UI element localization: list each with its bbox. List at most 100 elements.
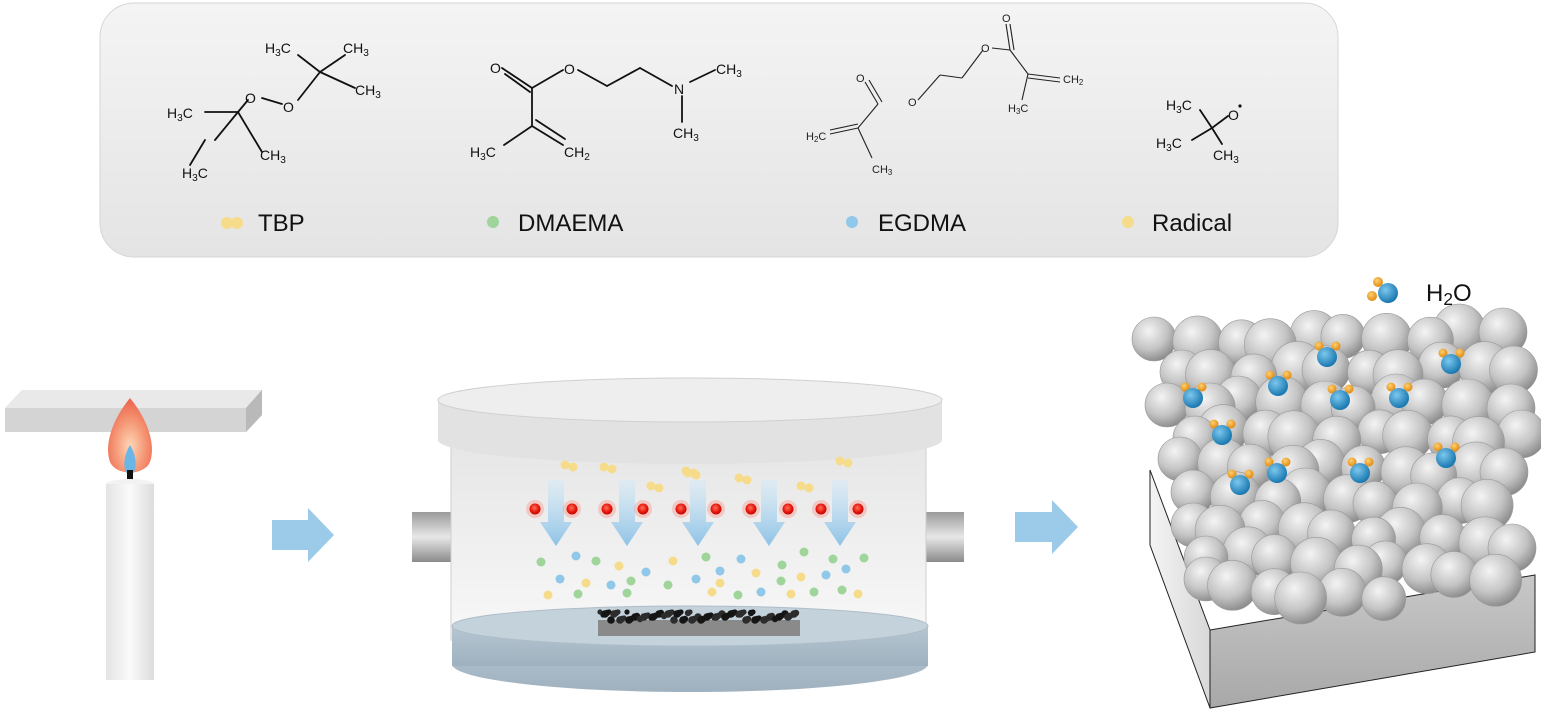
egdma-o-mid: O (981, 43, 990, 55)
tbp-molecule (742, 475, 752, 485)
monomer-molecule (641, 567, 651, 577)
particle-sphere (1430, 551, 1478, 598)
monomer-molecule (736, 554, 746, 564)
tbp-o2: O (283, 99, 294, 115)
substrate (598, 620, 800, 636)
radical-dot (710, 503, 722, 515)
soot-particle (616, 616, 624, 624)
tbp-ch3-c: CH3 (355, 82, 381, 101)
inlet-port (412, 512, 454, 562)
soot-particle (607, 616, 615, 624)
water-h-atom (1281, 457, 1291, 467)
water-h-atom (1197, 382, 1207, 392)
monomer-molecule (786, 589, 796, 599)
tbp-ch3-d: H3C (167, 105, 193, 124)
soot-particle (697, 616, 705, 624)
soot-particle (600, 612, 606, 618)
soot-particle (625, 616, 633, 624)
water-h-atom (1364, 457, 1374, 467)
legend-panel-background (99, 2, 1339, 258)
water-molecule (1317, 347, 1337, 367)
flow-arrow-icon (753, 480, 785, 546)
soot-particle (747, 609, 755, 617)
soot-particle (610, 610, 618, 618)
dmaema-ch2: CH2 (564, 144, 590, 163)
particle-sphere (1207, 560, 1258, 611)
monomer-molecule (859, 553, 869, 563)
radical-structure: H3C H3C CH3 O (1156, 97, 1242, 166)
monomer-molecule (668, 556, 678, 566)
egdma-ch3-left: CH3 (872, 164, 893, 177)
radical-dot (1238, 104, 1242, 108)
water-h-atom (1331, 341, 1341, 351)
monomer-molecule (799, 547, 809, 557)
monomer-molecule (853, 589, 863, 599)
monomer-molecule (555, 574, 565, 584)
dmaema-o-ester: O (564, 61, 575, 77)
radical-o: O (1228, 107, 1239, 123)
water-h-atom (1327, 384, 1337, 394)
water-h-atom (1438, 348, 1448, 358)
monomer-molecule (707, 587, 717, 597)
radical-dot (601, 503, 613, 515)
water-h-icon (1373, 277, 1383, 287)
flow-arrow-icon (682, 480, 714, 546)
tbp-marker-icon (231, 217, 243, 229)
tbp-molecule (835, 456, 845, 466)
filament-radicals (526, 500, 867, 518)
dmaema-ch3-n1: CH3 (716, 61, 742, 80)
monomer-molecule (715, 566, 725, 576)
legend-label-radical: Radical (1152, 210, 1232, 237)
tbp-molecule (843, 458, 853, 468)
tbp-molecule (607, 464, 617, 474)
radical-ch3: CH3 (1213, 147, 1239, 166)
process-arrow-icon (272, 508, 334, 562)
radical-dot (782, 503, 794, 515)
monomer-molecules (536, 547, 869, 600)
water-h-atom (1282, 370, 1292, 380)
water-label: H2O (1426, 280, 1472, 309)
tbp-structure: H3C CH3 CH3 H3C CH3 H3C O O (167, 40, 381, 184)
process-arrow-icon (1015, 500, 1078, 554)
tbp-molecule (691, 470, 701, 480)
flame-icon (108, 398, 152, 473)
tbp-molecule (683, 468, 693, 478)
radical-dot (815, 503, 827, 515)
tbp-marker-icon (221, 217, 233, 229)
water-h-atom (1403, 382, 1413, 392)
dmaema-o-carbonyl: O (490, 60, 501, 76)
monomer-molecule (614, 561, 624, 571)
legend-label-dmaema: DMAEMA (518, 210, 623, 237)
water-molecule (1389, 388, 1409, 408)
dmaema-ch3-n2: CH3 (673, 125, 699, 144)
monomer-molecule (626, 576, 636, 586)
outlet-port (922, 512, 964, 562)
monomer-molecule (536, 557, 546, 567)
legend-panel: H3C CH3 CH3 H3C CH3 H3C O O O O N (99, 2, 1339, 258)
monomer-molecule (591, 556, 601, 566)
soot-particle (688, 616, 696, 624)
particle-sphere (1361, 576, 1407, 621)
water-h-atom (1227, 469, 1237, 479)
monomer-molecule (622, 588, 632, 598)
tbp-molecule (646, 481, 656, 491)
tbp-molecule (654, 483, 664, 493)
radical-marker-icon (1122, 216, 1134, 228)
tbp-ch3-f: H3C (182, 165, 208, 184)
chamber-lid-top (437, 377, 943, 423)
egdma-h3c-right: H3C (1008, 103, 1028, 116)
soot-particle (636, 615, 644, 623)
water-h-atom (1180, 382, 1190, 392)
flow-arrow-icon (540, 480, 572, 546)
water-molecule (1268, 376, 1288, 396)
soot-particle (721, 613, 729, 621)
monomer-molecule (776, 576, 786, 586)
icvd-chamber (412, 377, 964, 692)
glass-slide-side (246, 390, 262, 432)
glass-slide-top (5, 390, 262, 408)
soot-layer (597, 609, 800, 624)
coated-porous-surface (1131, 303, 1541, 709)
water-h-atom (1450, 442, 1460, 452)
legend-entry-dmaema: DMAEMA (487, 210, 623, 237)
